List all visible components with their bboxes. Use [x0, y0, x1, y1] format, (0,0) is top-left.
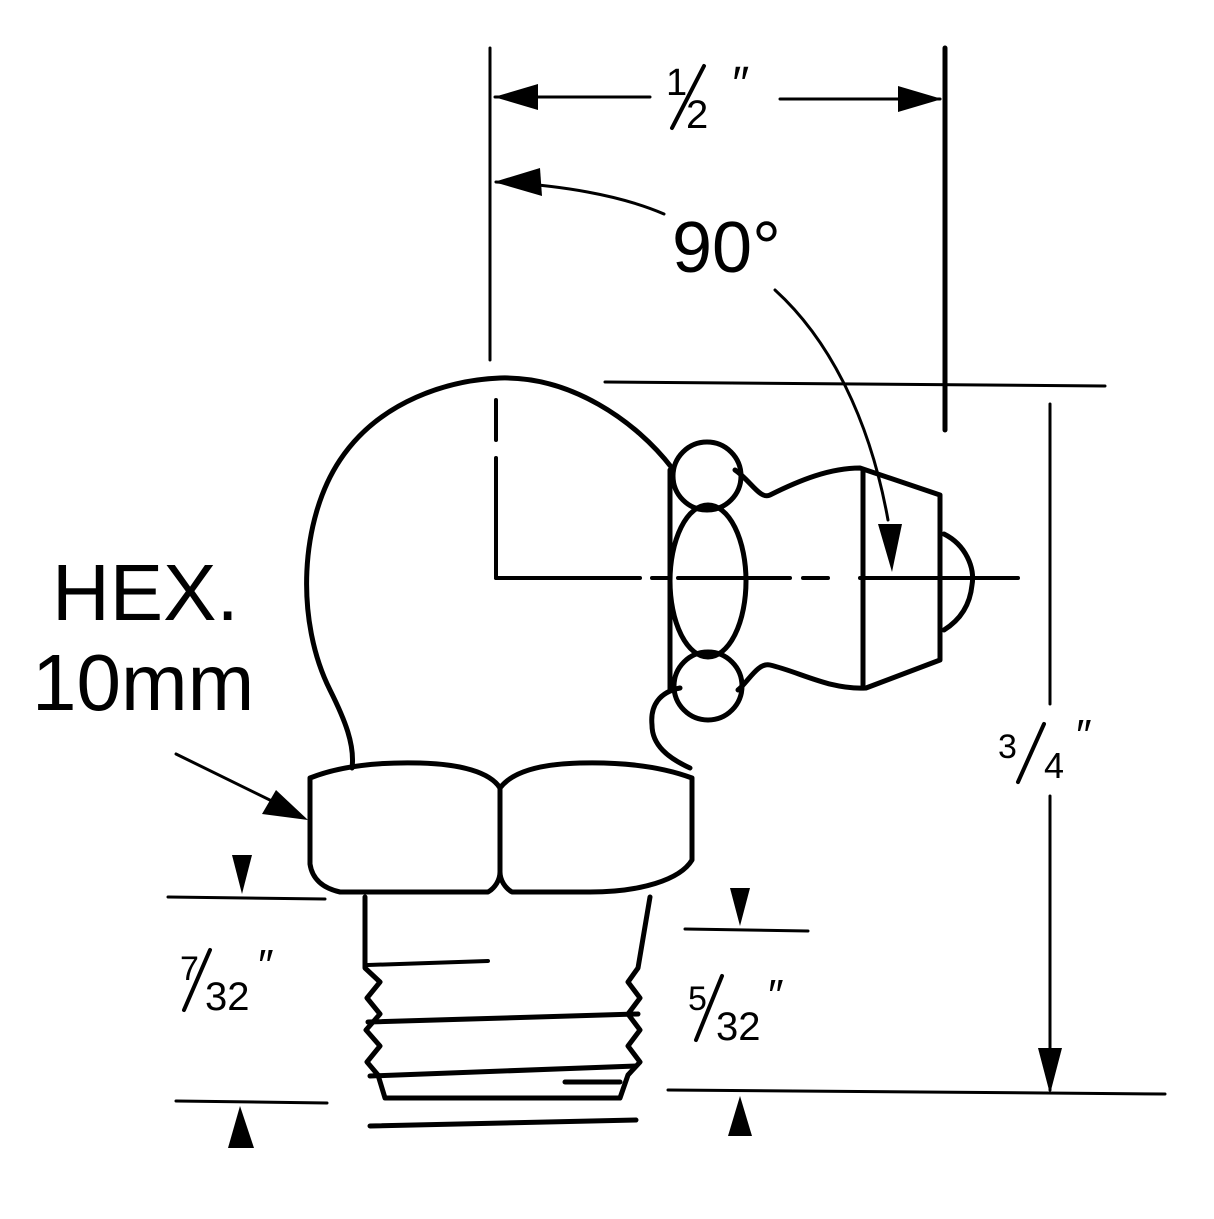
fitting-body: [304, 375, 695, 1129]
dim-label-five-32: 5 32 ″: [688, 971, 783, 1049]
half-den: 2: [686, 93, 708, 137]
dimension-lines: [166, 45, 1167, 1148]
dim-label-seven-32: 7 32 ″: [180, 941, 273, 1019]
dim-label-three-quarter: 3 4 ″: [998, 711, 1091, 786]
s32-num: 7: [180, 950, 199, 988]
hex-callout: HEX. 10mm: [32, 548, 254, 727]
hex-label: HEX.: [52, 548, 239, 637]
fitting-head: [667, 439, 976, 723]
s32-den: 32: [205, 975, 250, 1019]
f32-num: 5: [688, 980, 707, 1018]
tq-den: 4: [1044, 745, 1064, 786]
f32-unit: ″: [766, 971, 783, 1020]
hex-size-label: 10mm: [32, 638, 254, 727]
angle-label: 90°: [672, 208, 781, 288]
s32-unit: ″: [256, 941, 273, 990]
tq-num: 3: [998, 728, 1017, 766]
f32-den: 32: [716, 1005, 761, 1049]
half-unit: ″: [730, 58, 749, 111]
half-num: 1: [666, 62, 687, 104]
tq-unit: ″: [1074, 711, 1091, 760]
dim-label-half-inch: 1 2 ″: [666, 58, 749, 137]
